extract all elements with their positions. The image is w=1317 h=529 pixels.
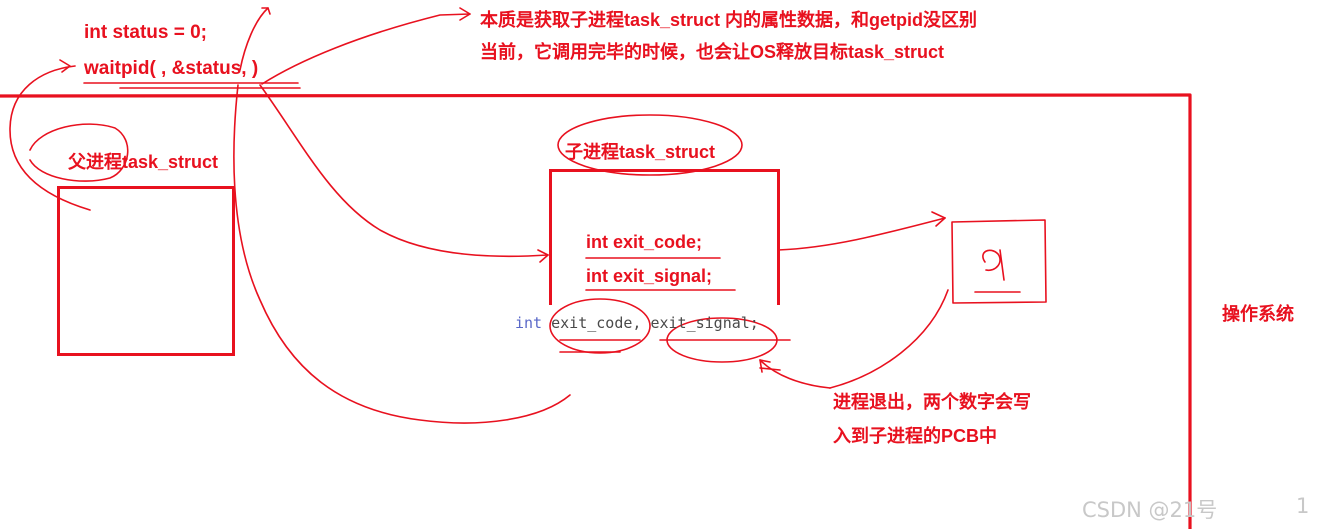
- note-bottom-line2: 入到子进程的PCB中: [833, 426, 998, 446]
- watermark-text: CSDN @21号: [1082, 498, 1218, 522]
- child-field-exit-code: int exit_code;: [586, 232, 703, 252]
- page-number: 1: [1296, 494, 1310, 518]
- child-task-struct-label: 子进程task_struct: [565, 142, 716, 162]
- os-label: 操作系统: [1222, 304, 1294, 324]
- note-bottom-line1: 进程退出，两个数字会写: [833, 392, 1031, 412]
- code-waitpid-call: waitpid( , &status, ): [84, 58, 259, 79]
- parent-task-struct-label: 父进程task_struct: [68, 152, 219, 172]
- loop-down: [233, 84, 571, 424]
- code-snippet: int exit_code, exit_signal;: [515, 314, 759, 332]
- child-field-exit-signal: int exit_signal;: [586, 266, 713, 286]
- code-status-decl: int status = 0;: [84, 22, 207, 43]
- note-top-line2: 当前，它调用完毕的时候，也会让OS释放目标task_struct: [480, 42, 945, 62]
- loop-to-child: [259, 84, 549, 258]
- child-task-struct-box: [549, 169, 780, 305]
- arrow-to-note: [261, 13, 471, 85]
- code-snippet-keyword: int: [515, 314, 543, 332]
- note-top-line1: 本质是获取子进程task_struct 内的属性数据，和getpid没区别: [480, 10, 978, 30]
- code-snippet-rest: exit_code, exit_signal;: [542, 314, 759, 332]
- parent-task-struct-box: [57, 186, 235, 356]
